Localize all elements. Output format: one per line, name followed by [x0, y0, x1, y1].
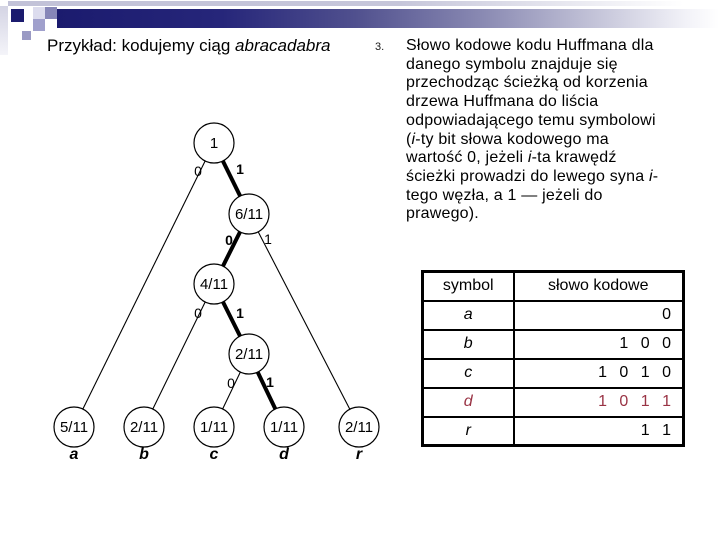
tree-edge-bit-label: 0	[227, 375, 235, 391]
page-title: Przykład: kodujemy ciąg abracadabra	[47, 36, 331, 56]
text: ścieżki prowadzi do lewego syna	[406, 167, 649, 185]
tree-node-label: 2/11	[235, 346, 263, 363]
deco-square-navy	[11, 9, 24, 22]
tree-node-circle	[193, 406, 235, 448]
text: -ty bit słowa kodowego ma	[415, 130, 609, 148]
leaf-letter-label: a	[70, 446, 79, 463]
text-line: drzewa Huffmana do liścia	[406, 93, 708, 112]
text: tego węzła, a 1 — jeżeli do	[406, 186, 603, 204]
tree-edge-bit-label: 1	[236, 305, 244, 321]
text: wartość 0, jeżeli	[406, 149, 528, 167]
codeword-cell: 0	[512, 299, 685, 331]
codeword-cell: 1 0 0	[512, 328, 685, 360]
tree-edge-bit-label: 0	[225, 232, 233, 248]
text-line: tego węzła, a 1 — jeżeli do	[406, 187, 708, 206]
symbol-cell: r	[421, 415, 515, 447]
leaf-letter-label: r	[356, 446, 363, 463]
codeword-cell: 1 0 1 0	[512, 357, 685, 389]
text-line: Słowo kodowe kodu Huffmana dla	[406, 37, 708, 56]
table-header-codeword: słowo kodowe	[512, 270, 685, 302]
italic-text: i	[648, 167, 653, 185]
tree-edge	[73, 142, 215, 428]
table-header-symbol: symbol	[421, 270, 515, 302]
tree-edge-bit-label: 0	[194, 305, 202, 321]
header-gradient-bar	[57, 9, 719, 28]
italic-text: i	[411, 130, 416, 148]
tree-node-circle	[123, 406, 165, 448]
codeword-cell: 1 1	[512, 415, 685, 447]
symbol-cell: d	[421, 386, 515, 418]
tree-node-label: 1/11	[270, 419, 298, 436]
tree-edge-bit-label: 1	[236, 161, 244, 177]
text: drzewa Huffmana do liścia	[406, 93, 599, 111]
deco-square-lavender	[33, 19, 45, 31]
symbol-cell: a	[421, 299, 515, 331]
text-line: danego symbolu znajduje się	[406, 56, 708, 75]
tree-edge	[248, 213, 360, 428]
tree-node-circle	[338, 406, 380, 448]
codeword-cell: 1 0 1 1	[512, 386, 685, 418]
tree-edge-bit-label: 1	[264, 231, 272, 247]
table-header-row: symbol słowo kodowe	[421, 270, 685, 302]
symbol-cell: c	[421, 357, 515, 389]
tree-node-circle	[193, 263, 235, 305]
tree-node-label: 5/11	[60, 419, 88, 436]
text: -ta krawędź	[531, 149, 617, 167]
text: (	[406, 130, 412, 148]
text-line: przechodząc ścieżką od korzenia	[406, 74, 708, 93]
tree-node-label: 2/11	[345, 419, 373, 436]
text: prawego).	[406, 205, 479, 223]
italic-text: i	[527, 149, 532, 167]
text-line: wartość 0, jeżeli i-ta krawędź	[406, 149, 708, 168]
tree-node-circle	[263, 406, 305, 448]
tree-node-label: 6/11	[235, 206, 263, 223]
leaf-letter-label: d	[279, 446, 290, 463]
note-list-number: 3.	[375, 41, 385, 53]
text: danego symbolu znajduje się	[406, 55, 618, 73]
tree-node-circle	[193, 122, 235, 164]
tree-node-circle	[53, 406, 95, 448]
text: Słowo kodowe kodu Huffmana dla	[406, 37, 654, 54]
text-line: odpowiadającego temu symbolowi	[406, 112, 708, 131]
text-line: prawego).	[406, 205, 708, 224]
text-line: (i-ty bit słowa kodowego ma	[406, 131, 708, 150]
tree-node-label: 1/11	[200, 419, 228, 436]
tree-node-label: 2/11	[130, 419, 158, 436]
deco-square-pale	[33, 7, 45, 19]
tree-edge-bit-label: 1	[266, 374, 274, 390]
deco-square-small	[22, 31, 31, 40]
italic-text: abracadabra	[235, 36, 331, 55]
leaf-letter-label: c	[210, 446, 219, 463]
text: Przykład: kodujemy ciąg	[47, 36, 236, 55]
deco-square-slate	[45, 7, 57, 19]
symbol-cell: b	[421, 328, 515, 360]
tree-node-circle	[228, 193, 270, 235]
leaf-letter-label: b	[139, 446, 149, 463]
text: odpowiadającego temu symbolowi	[406, 111, 656, 129]
tree-node-label: 4/11	[200, 276, 228, 293]
tree-node-circle	[228, 333, 270, 375]
tree-edge-bit-label: 0	[194, 163, 202, 179]
header-top-strip	[8, 1, 719, 6]
tree-node-label: 1	[210, 135, 218, 152]
text: -	[652, 167, 659, 185]
tree-edge	[143, 283, 215, 428]
text-line: ścieżki prowadzi do lewego syna i-	[406, 168, 708, 187]
text: przechodząc ścieżką od korzenia	[406, 74, 648, 92]
header-left-strip	[0, 6, 8, 55]
